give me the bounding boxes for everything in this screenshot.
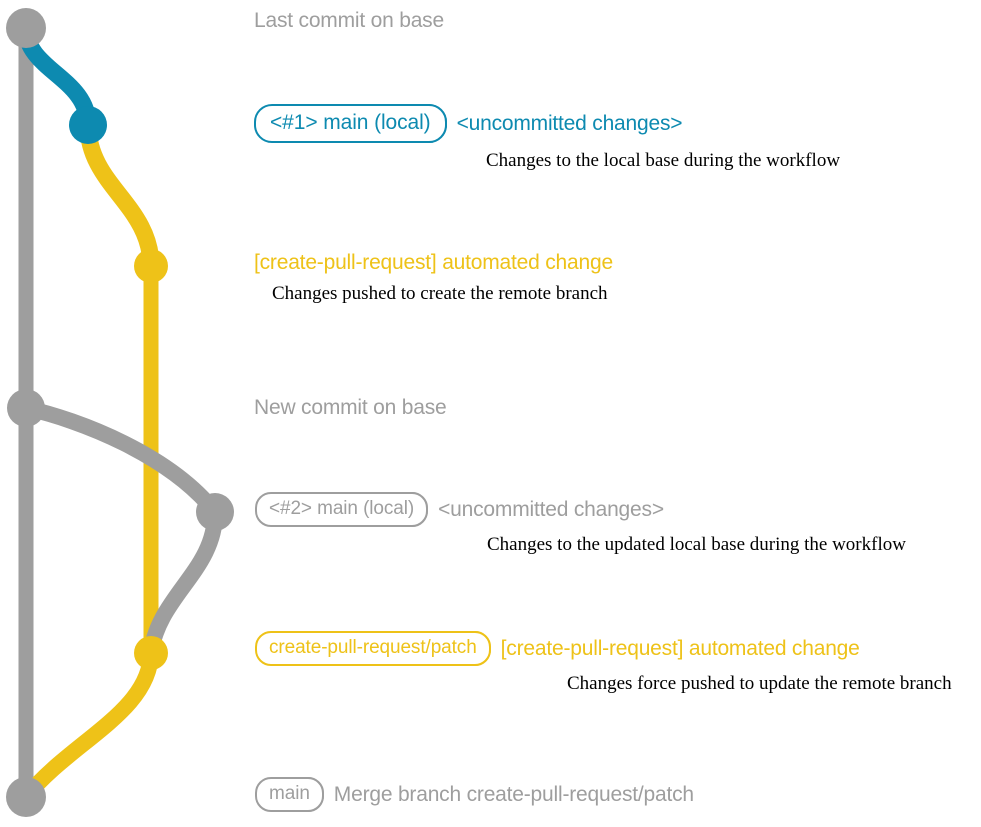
node-automated-change-2 [134,636,168,670]
node-local-uncommitted-2 [196,493,234,531]
ref-badge-label: main [255,777,324,812]
row-last-commit: Last commit on base [254,8,444,34]
node-automated-change-1 [134,249,168,283]
edge-local1-to-automated1 [79,116,160,275]
ref-badge-main-local-2[interactable]: <#2> main (local) [255,492,429,527]
edge-newcommit-to-local2 [18,400,223,520]
commit-subject-automated-2: [create-pull-request] automated change [500,636,860,660]
commit-description-automated-2: Changes force pushed to update the remot… [567,673,952,694]
ref-badge-main[interactable]: main [255,777,324,812]
ref-badge-label: <#1> main (local) [254,104,447,143]
node-new-commit-on-base [7,389,45,427]
row-automated-change-1: [create-pull-request] automated change C… [254,250,613,306]
commit-description-local-1: Changes to the local base during the wor… [486,150,841,171]
commit-subject-automated-1: [create-pull-request] automated change [254,251,613,274]
node-last-commit-on-base [6,8,46,48]
node-merge-commit [6,777,46,817]
ref-badge-main-local-1[interactable]: <#1> main (local) [254,104,447,143]
row-merge-commit: main Merge branch create-pull-request/pa… [255,777,694,812]
ref-badge-label: <#2> main (local) [255,492,429,527]
ref-badge-label: create-pull-request/patch [255,631,491,666]
commit-subject-merge: Merge branch create-pull-request/patch [333,782,694,806]
row-local-commit-1: <#1> main (local) <uncommitted changes> … [254,104,840,173]
row-automated-change-2: create-pull-request/patch [create-pull-r… [255,631,952,696]
ref-badge-create-pull-request-patch[interactable]: create-pull-request/patch [255,631,491,666]
row-new-commit-on-base: New commit on base [254,395,447,421]
commit-subject-new-commit: New commit on base [254,396,447,419]
row-local-commit-2: <#2> main (local) <uncommitted changes> … [255,492,906,557]
commit-subject-local-2: <uncommitted changes> [438,497,664,521]
commit-subject-last-commit: Last commit on base [254,9,444,32]
edge-local2-to-automated2 [143,504,224,661]
node-local-uncommitted-1 [69,106,107,144]
commit-description-automated-1: Changes pushed to create the remote bran… [272,283,608,304]
commit-subject-local-1: <uncommitted changes> [456,111,683,135]
edge-automated2-to-merge [18,645,159,805]
commit-description-local-2: Changes to the updated local base during… [487,534,906,555]
